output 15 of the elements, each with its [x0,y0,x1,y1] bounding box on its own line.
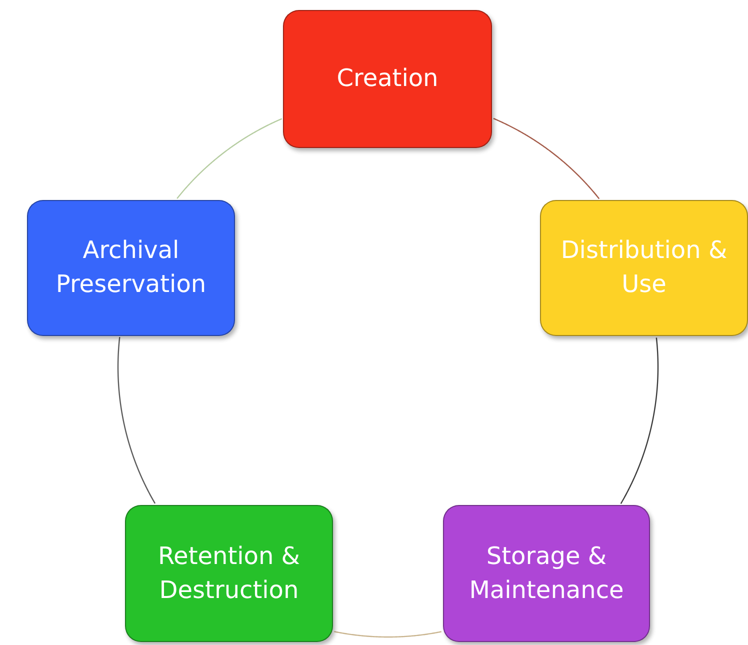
stage-box [125,505,333,642]
connector-line [334,631,442,638]
stage-label: Archival Preservation [54,235,208,300]
stage-label: Distribution & Use [560,235,728,300]
connector-line [117,336,156,504]
stage-label: Storage & Maintenance [468,540,625,606]
connector-line [620,338,659,504]
connector-line [493,118,600,200]
stage-box [443,505,650,642]
stage-box [540,200,748,336]
stage-box [27,200,235,336]
stage-label: Retention & Destruction [156,540,302,606]
stage-box [283,10,492,148]
connector-line [176,118,282,199]
stage-label: Creation [336,63,440,94]
